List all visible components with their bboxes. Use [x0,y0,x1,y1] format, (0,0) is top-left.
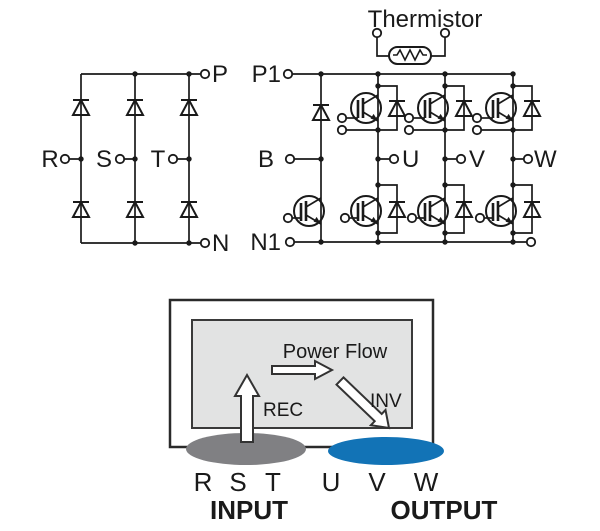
power-flow-arrow-icon [271,359,335,381]
output-phase-v: V [368,467,386,497]
output-phase-letters: U V W [322,467,439,497]
output-phase-w: W [414,467,439,497]
input-phase-t: T [265,467,281,497]
power-flow-diagram: Power Flow REC INV R S T U V W INPUT OUT… [168,298,498,525]
input-phase-r: R [194,467,213,497]
thermistor-label: Thermistor [368,6,483,33]
rec-up-arrow-icon [233,372,261,443]
thermistor: Thermistor [368,6,483,65]
input-phase-s: S [229,467,246,497]
terminal-label-t: T [151,146,166,173]
thermistor-zigzag-icon [393,48,427,62]
terminal-label-r: R [41,146,58,173]
terminal-label-n: N [212,230,229,257]
input-label: INPUT [210,495,288,525]
terminal-label-w: W [534,146,557,173]
brake-chopper [284,104,330,226]
inv-label: INV [370,391,402,412]
igbt-v-top-icon [405,93,448,134]
terminal-label-p1: P1 [252,61,281,88]
igbt-w-bottom-icon [476,196,516,226]
thermistor-wires [376,37,446,57]
input-phase-letters: R S T [194,467,281,497]
inverter-bridge: P1 N1 B U V W [250,61,557,256]
input-ellipse [186,433,306,465]
output-phase-u: U [322,467,341,497]
terminal-label-u: U [402,146,419,173]
igbt-v-bottom-icon [408,196,448,226]
output-label: OUTPUT [391,495,498,525]
rectifier-bridge: P N R S T [41,61,229,257]
igbt-u-bottom-icon [341,196,381,226]
igbt-u-top-icon [338,93,381,134]
igbt-top-row [338,93,516,134]
igbt-bottom-row [341,196,516,226]
brake-igbt-icon [284,196,324,226]
terminal-label-v: V [469,146,485,173]
rec-label: REC [263,400,303,421]
inv-down-arrow-icon [335,375,391,430]
terminal-label-s: S [96,146,112,173]
terminal-label-b: B [258,146,274,173]
terminal-label-n1: N1 [250,229,281,256]
diode-brackets [378,85,533,234]
igbt-w-top-icon [473,93,516,134]
output-ellipse [328,437,444,465]
terminal-label-p: P [212,61,228,88]
power-flow-label: Power Flow [283,341,388,363]
